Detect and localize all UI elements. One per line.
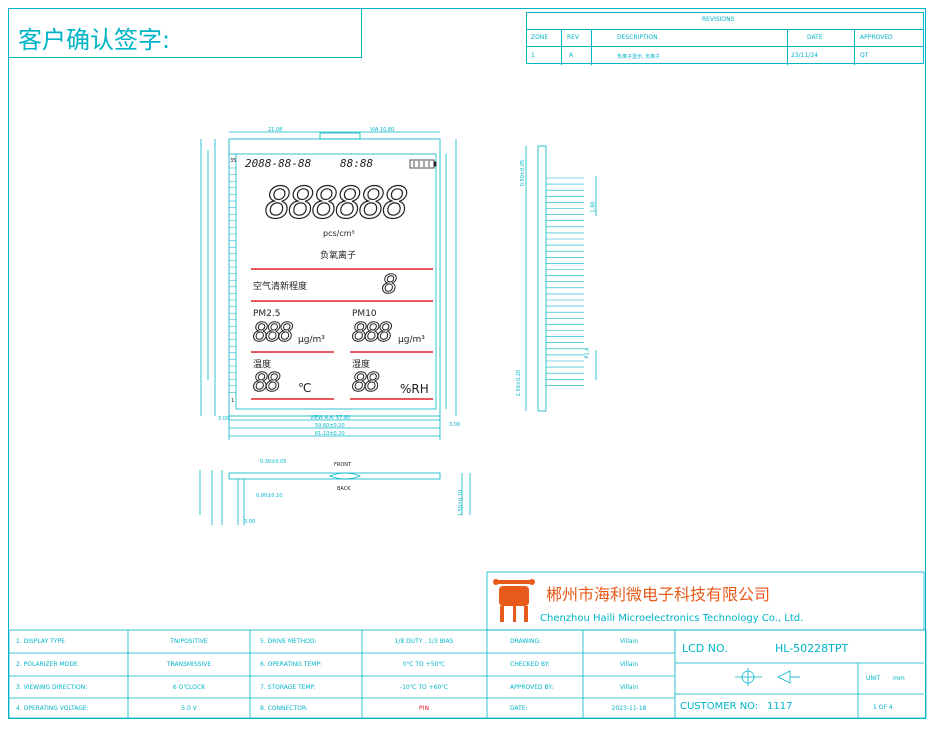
spec-cell-v3: 2023-11-18 <box>611 705 647 712</box>
spec-cell-l2: 6. OPERATING TEMP: <box>260 661 323 668</box>
lcd-pm10-unit: μg/m³ <box>398 335 425 345</box>
customer-no-value: 1117 <box>767 701 793 712</box>
label-back: BACK <box>337 486 351 492</box>
lcd-label-pm10: PM10 <box>352 309 377 319</box>
company-name-cn: 郴州市海利微电子科技有限公司 <box>546 585 771 604</box>
lcd-humidity-unit: %RH <box>400 382 429 396</box>
dim-top-right: VIA 10.80 <box>370 127 395 133</box>
spec-cell-v1: TRANSMISSIVE <box>166 661 212 668</box>
lcd-no-value: HL-50228TPT <box>775 642 849 655</box>
dim-right-h: 3.00 <box>449 422 461 428</box>
lcd-big-digits: 888888 <box>264 177 409 229</box>
dim-side-pitch: 1.80 <box>590 201 597 213</box>
spec-cell-v1: TN/POSITIVE <box>170 638 208 645</box>
lcd-label-air-clean: 空气清新程度 <box>253 282 308 292</box>
rev-col-approved: APPROVED <box>860 34 893 41</box>
spec-cell-l3: APPROVED BY: <box>510 684 554 691</box>
lcd-time: 88:88 <box>340 157 374 170</box>
unit-value: mm <box>893 675 905 682</box>
spec-cell-l3: DRAWING: <box>510 638 542 645</box>
spec-cell-l2: 5. DRIVE METHOD: <box>260 638 317 645</box>
dim-side-pin: P1.8 <box>584 347 591 359</box>
rev-col-rev: REV <box>567 34 580 41</box>
lcd-pm10-digits: 888 <box>352 318 394 349</box>
customer-no-label: CUSTOMER NO: <box>680 701 759 712</box>
rev-zone: 1 <box>531 52 535 59</box>
spec-cell-v1: 6 O'CLOCK <box>172 684 206 691</box>
rev-rev: A <box>569 52 574 59</box>
lcd-label-temp: 温度 <box>253 360 272 370</box>
sheet-number: 1 OF 4 <box>873 704 893 711</box>
dim-width-inner: VIEW A.A. 57.80 <box>310 415 351 421</box>
rev-col-zone: ZONE <box>531 34 549 41</box>
lcd-pm25-unit: μg/m³ <box>298 335 325 345</box>
lcd-temp-unit: ℃ <box>298 381 312 395</box>
lcd-no-label: LCD NO. <box>682 642 728 655</box>
drawing-frame <box>8 8 926 719</box>
lcd-label-humidity: 湿度 <box>352 360 371 370</box>
spec-cell-l1: 4. OPERATING VOLTAGE: <box>16 705 89 712</box>
dim-bottom-a: 0.30±0.05 <box>260 459 287 465</box>
dim-left-h: 3.00 <box>218 416 230 422</box>
revisions-table: REVISIONS ZONE REV DESCRIPTION DATE APPR… <box>526 12 924 65</box>
spec-cell-v3: Villain <box>619 638 639 645</box>
customer-sign-label: 客户确认签字: <box>18 26 171 54</box>
rev-col-date: DATE <box>807 34 823 41</box>
spec-cell-v2: PIN <box>419 705 429 712</box>
dim-width-mid: 59.60±0.20 <box>315 423 345 429</box>
spec-cell-v1: 5.0 V <box>181 705 197 712</box>
spec-cell-l2: 8. CONNECTOR: <box>260 705 308 712</box>
lcd-label-pm25: PM2.5 <box>253 309 281 319</box>
dim-side-bottom: 2.50±0.20 <box>516 369 523 397</box>
label-front: FRONT <box>334 462 352 468</box>
lcd-air-digit: 8 <box>382 270 399 301</box>
spec-cell-v2: -10℃ TO +60℃ <box>399 684 449 691</box>
customer-sign-box <box>9 9 362 58</box>
company-name-en: Chenzhou Haili Microelectronics Technolo… <box>540 613 804 624</box>
lcd-unit-pcs: pcs/cm³ <box>323 229 355 238</box>
spec-cell-v3: Villain <box>619 684 639 691</box>
lcd-temp-digits: 88 <box>252 368 281 399</box>
spec-cell-l3: DATE: <box>510 705 528 712</box>
lcd-pm25-digits: 888 <box>253 318 295 349</box>
rev-description: 负离子显示, 负离子 <box>617 54 661 60</box>
dim-bottom-c: 3.00 <box>244 519 256 525</box>
spec-cell-v2: 0℃ TO +50℃ <box>402 661 446 668</box>
spec-cell-v3: Villain <box>619 661 639 668</box>
spec-cell-v2: 1/8 DUTY , 1/3 BIAS <box>394 638 454 645</box>
dim-top-left: 21.08 <box>268 127 283 133</box>
revisions-title: REVISIONS <box>702 16 735 23</box>
spec-cell-l1: 3. VIEWING DIRECTION: <box>16 684 88 691</box>
dim-side-top: 0.50±0.05 <box>520 159 527 187</box>
rev-date: 23/11/24 <box>791 52 818 59</box>
spec-cell-l1: 1. DISPLAY TYPE <box>16 638 65 645</box>
lcd-datetime: 2088-88-88 <box>245 157 312 170</box>
rev-col-description: DESCRIPTION <box>617 34 658 41</box>
spec-cell-l1: 2. POLARIZER MODE <box>16 661 78 668</box>
lcd-pin-1: 1 <box>231 398 235 404</box>
rev-approved: QT <box>860 52 869 59</box>
dim-bottom-d: 1.50±0.10 <box>458 489 465 517</box>
company-logo <box>493 579 535 622</box>
spec-cell-l2: 7. STORAGE TEMP. <box>260 684 316 691</box>
dim-bottom-b: 0.90±0.10 <box>256 493 283 499</box>
lcd-pin-35: 35 <box>230 158 237 164</box>
lcd-humidity-digits: 88 <box>351 368 380 399</box>
dim-width-outer: 61.10±0.20 <box>315 431 345 437</box>
spec-cell-l3: CHECKED BY: <box>510 661 550 668</box>
lcd-label-neg-ion: 负氧离子 <box>320 251 357 261</box>
unit-label: UNIT <box>866 675 881 682</box>
